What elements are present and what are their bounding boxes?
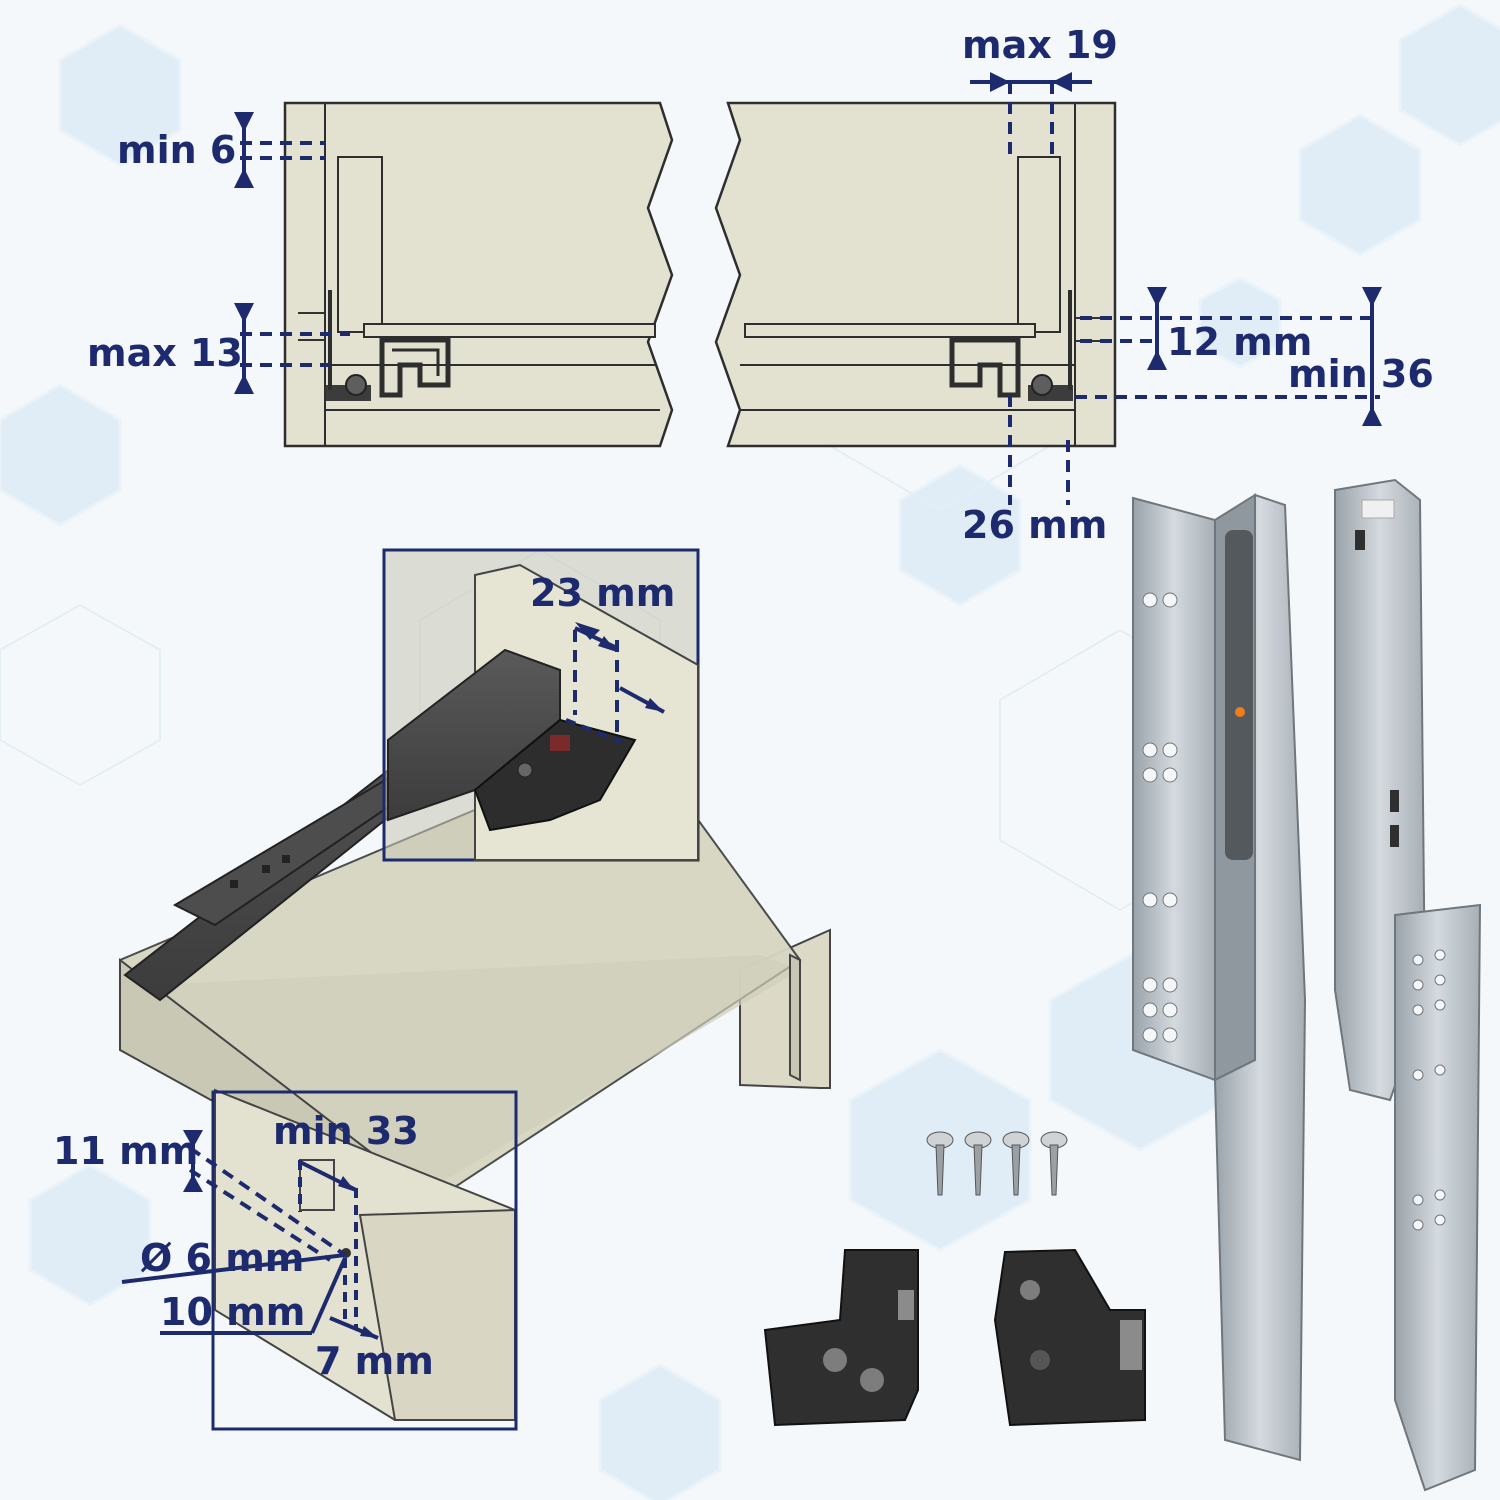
dimension-arrowheads-iso [183,622,664,1338]
label-11-mm: 11 mm [53,1129,199,1173]
label-7-mm: 7 mm [315,1339,434,1383]
label-26-mm: 26 mm [962,503,1108,547]
detail-box-front [211,1090,518,1431]
runner-right [1334,478,1482,1492]
label-max-13: max 13 [87,331,243,375]
screws [926,1131,1068,1196]
runner-left [1132,493,1307,1462]
left-cross-section [283,101,674,448]
locking-clip-left [763,1249,919,1427]
label-min-36: min 36 [1288,352,1434,396]
detail-box-rear [382,548,700,862]
label-23-mm: 23 mm [530,571,676,615]
dimension-lines-iso [121,626,665,1340]
label-min-6: min 6 [117,128,237,172]
label-diameter-6-mm: Ø 6 mm [140,1236,305,1280]
label-12-mm: 12 mm [1167,320,1313,364]
label-min-33: min 33 [273,1109,419,1153]
label-10-mm: 10 mm [160,1290,306,1334]
right-cross-section [714,101,1117,448]
locking-clip-right [993,1248,1146,1427]
dimension-lines-top [240,80,1380,505]
label-max-19: max 19 [962,23,1118,67]
dimension-arrowheads-top [234,72,1382,426]
